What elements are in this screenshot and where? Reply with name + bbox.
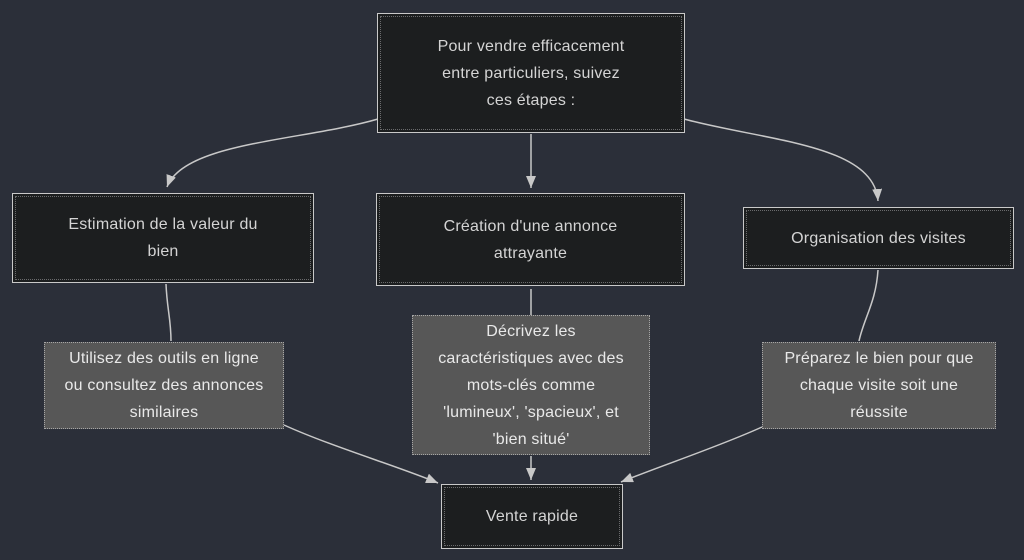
edge-title-to-estimation (166, 118, 379, 188)
node-detail-estimation: Utilisez des outils en ligne ou consulte… (44, 342, 284, 429)
edge-title-to-organisation (683, 118, 883, 202)
node-step-organisation: Organisation des visites (743, 207, 1014, 269)
edge-organisation-to-detail (858, 269, 879, 342)
node-title: Pour vendre efficacement entre particuli… (377, 13, 685, 133)
node-detail-creation: Décrivez les caractéristiques avec des m… (412, 315, 650, 455)
edge-estimation-to-detail (165, 283, 172, 342)
node-step-estimation: Estimation de la valeur du bien (12, 193, 314, 283)
node-step-creation: Création d'une annonce attrayante (376, 193, 685, 286)
node-detail-organisation: Préparez le bien pour que chaque visite … (762, 342, 996, 429)
node-result: Vente rapide (441, 484, 623, 549)
